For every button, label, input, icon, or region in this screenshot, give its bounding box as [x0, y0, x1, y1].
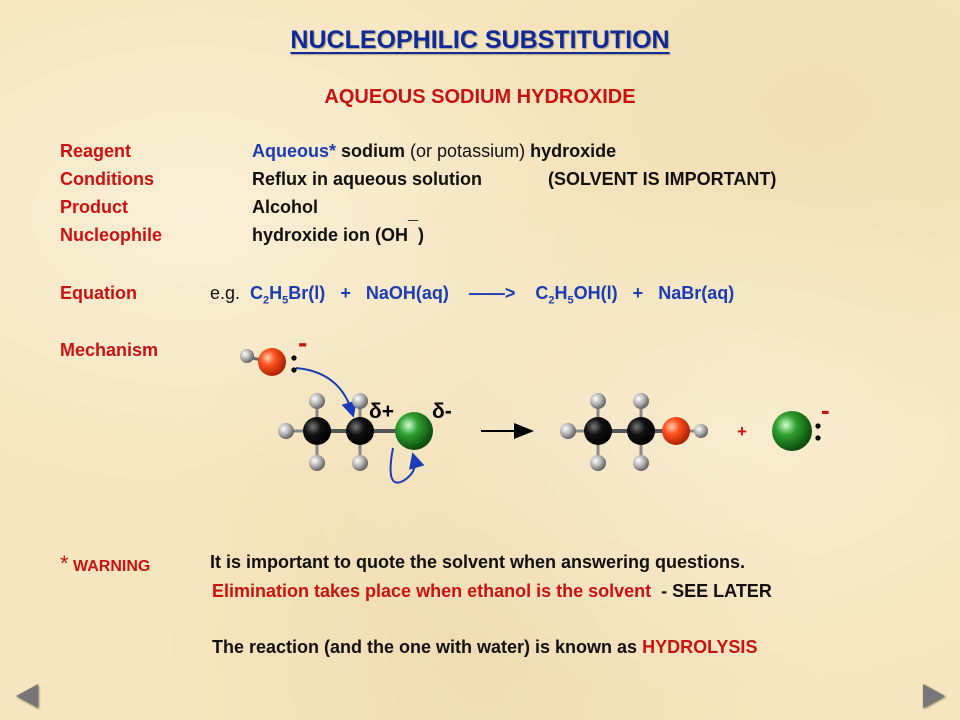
see-later-text: - SEE LATER	[661, 581, 772, 601]
carbon-atom	[584, 417, 612, 445]
hydrogen-atom	[633, 393, 649, 409]
hydrolysis-prefix: The reaction (and the one with water) is…	[212, 637, 643, 657]
elimination-text: Elimination takes place when ethanol is …	[212, 581, 652, 601]
hydrogen-atom	[560, 423, 576, 439]
curly-arrow-leaving	[389, 447, 425, 484]
lone-pair-dot	[291, 367, 297, 373]
bromoethane-molecule	[278, 393, 433, 471]
previous-slide-icon[interactable]	[16, 684, 38, 708]
warning-label: * WARNING	[60, 551, 150, 577]
reactant-2: NaOH(aq)	[365, 283, 449, 303]
hydrolysis-term: HYDROLYSIS	[642, 637, 758, 657]
hydroxide-ion	[240, 348, 297, 376]
hydrogen-atom	[590, 393, 606, 409]
reagent-aqueous: Aqueous*	[252, 141, 337, 161]
reagent-sodium: sodium	[336, 141, 406, 161]
bromine-atom	[772, 411, 812, 451]
equation: e.g. C2H5Br(l) + NaOH(aq) ——> C2H5OH(l) …	[210, 283, 734, 307]
curly-arrow-attack	[295, 367, 357, 418]
hydrogen-atom	[352, 455, 368, 471]
mechanism-plus: +	[737, 422, 747, 441]
delta-plus: δ+	[369, 400, 394, 423]
equation-label: Equation	[60, 283, 137, 303]
lone-pair-dot	[815, 435, 821, 441]
conditions-note: (SOLVENT IS IMPORTANT)	[548, 169, 777, 189]
lone-pair-dot	[815, 423, 821, 429]
reagent-hydroxide: hydroxide	[525, 141, 617, 161]
warning-star: *	[60, 551, 69, 576]
oxygen-atom	[258, 348, 286, 376]
bromine-atom	[395, 412, 433, 450]
next-slide-icon[interactable]	[923, 684, 945, 708]
hydrogen-atom	[352, 393, 368, 409]
reaction-arrow: ——>	[468, 283, 516, 303]
conditions-label: Conditions	[60, 169, 154, 189]
hydrogen-atom	[633, 455, 649, 471]
plus-sign-2: +	[632, 283, 644, 303]
hydroxide-charge: -	[298, 327, 307, 358]
nucleophile-charge: ¯	[408, 218, 418, 238]
bromide-ion	[772, 411, 821, 451]
hydrogen-atom	[309, 393, 325, 409]
slide-subtitle: AQUEOUS SODIUM HYDROXIDE	[324, 86, 636, 108]
warning-word: WARNING	[68, 558, 151, 575]
carbon-atom	[303, 417, 331, 445]
product-2: NaBr(aq)	[658, 283, 735, 303]
nucleophile-value: hydroxide ion (OH¯)	[252, 218, 424, 246]
oxygen-atom	[662, 417, 690, 445]
product-label: Product	[60, 197, 129, 217]
ethanol-molecule	[560, 393, 708, 471]
conditions-value: Reflux in aqueous solution	[252, 169, 483, 189]
hydrogen-atom	[590, 455, 606, 471]
lone-pair-dot	[291, 355, 297, 361]
hydrogen-atom	[309, 455, 325, 471]
hydrogen-atom	[278, 423, 294, 439]
reagent-value: Aqueous* sodium (or potassium) hydroxide	[252, 141, 616, 162]
nucleophile-label: Nucleophile	[60, 225, 163, 245]
slide-title: NUCLEOPHILIC SUBSTITUTION	[290, 26, 670, 54]
nucleophile-text: hydroxide ion (OH	[252, 225, 409, 245]
nucleophile-close: )	[417, 225, 424, 245]
product-value: Alcohol	[252, 197, 318, 217]
reagent-potassium: (or potassium)	[405, 141, 526, 161]
equation-eg: e.g.	[210, 283, 241, 303]
hydrogen-atom	[694, 424, 708, 438]
warning-text: It is important to quote the solvent whe…	[210, 552, 746, 572]
reagent-label: Reagent	[60, 141, 132, 161]
mechanism-label: Mechanism	[60, 340, 159, 360]
reactant-1: C2H5Br(l)	[250, 283, 326, 307]
hydrogen-atom	[240, 349, 254, 363]
bromide-charge: -	[821, 395, 830, 425]
delta-minus: δ-	[432, 400, 452, 423]
plus-sign-1: +	[340, 283, 351, 303]
carbon-atom	[346, 417, 374, 445]
carbon-atom	[627, 417, 655, 445]
product-1: C2H5OH(l)	[535, 283, 618, 307]
hydrolysis-note: The reaction (and the one with water) is…	[212, 637, 757, 658]
elimination-note: Elimination takes place when ethanol is …	[212, 581, 772, 602]
